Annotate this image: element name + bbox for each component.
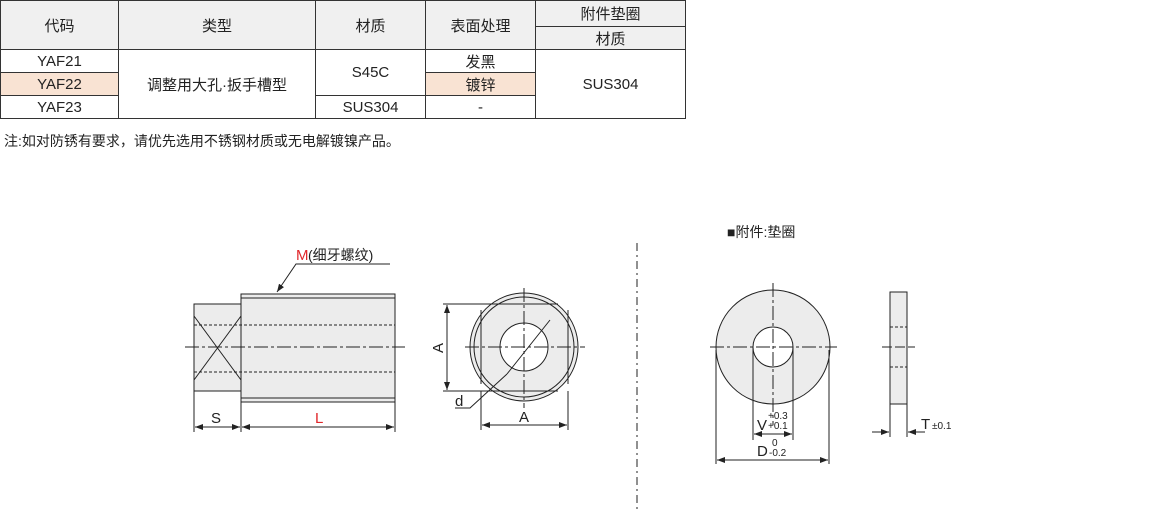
cell-washer-material: SUS304 [535,49,686,119]
cell-type: 调整用大孔·扳手槽型 [118,49,316,119]
header-accessory-material: 材质 [535,26,686,50]
d-lower-tol: -0.2 [769,448,787,459]
t-label: T [921,416,930,433]
m-label: M [296,247,309,264]
a-vertical-label: A [430,343,447,353]
header-accessory: 附件垫圈 [535,0,686,27]
side-view [185,263,405,432]
d-label: d [455,393,463,410]
washer-front-view [710,283,837,464]
cell-surface: - [425,95,536,119]
s-label: S [211,410,221,427]
cell-material: SUS304 [315,95,426,119]
v-upper-tol: +0.3 [768,411,788,422]
washer-title: ■附件:垫圈 [727,224,795,240]
header-surface: 表面处理 [425,0,536,50]
cell-material: S45C [315,49,426,96]
v-lower-tol: +0.1 [768,421,788,432]
cell-surface: 镀锌 [425,72,536,96]
note: 注:如对防锈有要求，请优先选用不锈钢材质或无电解镀镍产品。 [4,133,400,149]
cell-code: YAF23 [0,95,119,119]
washer-side-view [872,291,925,437]
t-tol: ±0.1 [932,421,952,432]
end-view [443,288,585,430]
m-desc: (细牙螺纹) [308,247,373,263]
a-horizontal-label: A [519,409,529,426]
l-label: L [315,410,323,427]
dd-label: D [757,443,768,460]
cell-code: YAF21 [0,49,119,73]
d-upper-tol: 0 [772,438,778,449]
spec-table: 代码 类型 材质 表面处理 附件垫圈 材质 YAF21 调整用大孔·扳手槽型 S… [0,0,686,119]
v-label: V [757,417,767,434]
header-code: 代码 [0,0,119,50]
cell-code: YAF22 [0,72,119,96]
